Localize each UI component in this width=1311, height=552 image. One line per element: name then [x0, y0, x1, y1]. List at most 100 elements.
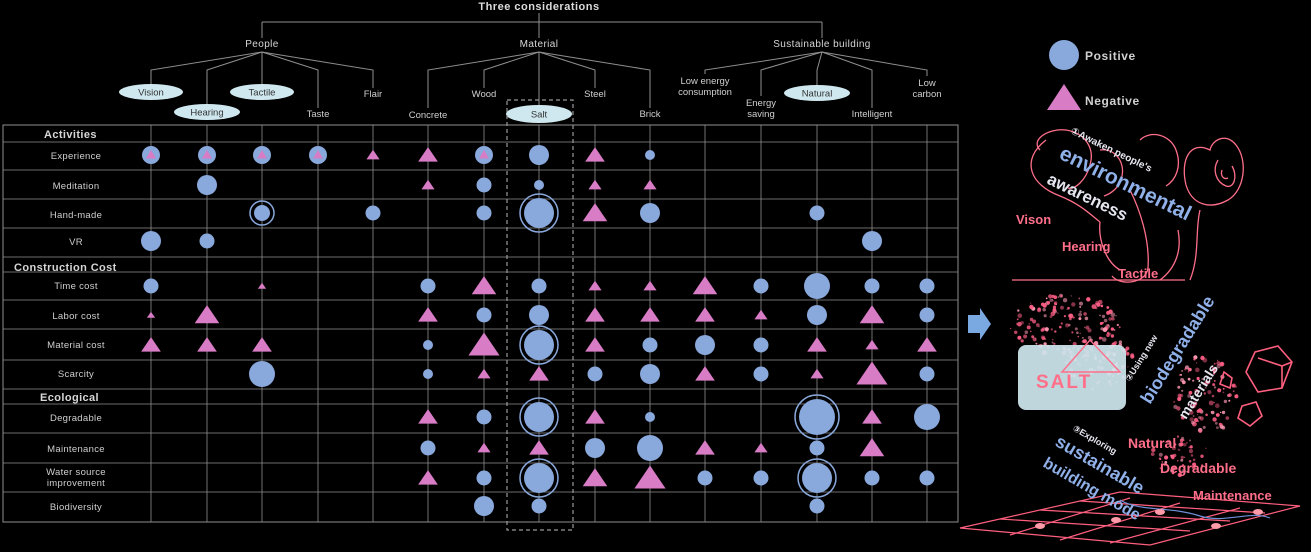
- mark-maintenance-intelligent: [859, 438, 885, 457]
- mark-water-source-improvement-low-energy-consumption: [697, 470, 713, 486]
- leaf-intelligent: Intelligent: [852, 109, 893, 120]
- row-hand-made: Hand-made: [50, 210, 102, 221]
- mark-experience-flair: [366, 149, 380, 160]
- mark-labor-cost-hearing: [194, 305, 220, 324]
- mark-time-cost-low-energy-consumption: [692, 276, 718, 295]
- mark-scarcity-tactile: [249, 361, 275, 387]
- mark-scarcity-steel: [587, 366, 603, 382]
- mark-time-cost-low-carbon: [919, 278, 935, 294]
- collage-salt: SALT: [1036, 372, 1092, 393]
- mark-meditation-steel: [588, 179, 602, 190]
- row-labor-cost: Labor cost: [52, 311, 99, 322]
- mark-vr-vision: [141, 231, 161, 251]
- leaf-taste: Taste: [307, 109, 330, 120]
- mark-hand-made-brick: [640, 203, 660, 223]
- row-biodiversity: Biodiversity: [50, 502, 102, 513]
- mark-material-cost-steel: [585, 337, 605, 352]
- mark-water-source-improvement-brick: [634, 465, 666, 489]
- mark-experience-tactile: [253, 146, 271, 164]
- mark-labor-cost-steel: [585, 307, 605, 322]
- mark-material-cost-concrete: [423, 340, 433, 350]
- concept-collage: SALT ①Awaken people's: [959, 126, 1301, 546]
- mark-material-cost-wood: [468, 332, 500, 356]
- face-lineart: [1012, 129, 1244, 283]
- row-vr: VR: [69, 237, 83, 248]
- pink-polyhedra-lineart: [1219, 345, 1293, 427]
- mark-water-source-improvement-concrete: [418, 470, 438, 485]
- mark-scarcity-low-energy-consumption: [695, 366, 715, 381]
- svg-text:Natural: Natural: [802, 89, 833, 100]
- mark-material-cost-low-carbon: [917, 337, 937, 352]
- mark-material-cost-energy-saving: [753, 337, 769, 353]
- mark-water-source-improvement-intelligent: [864, 470, 880, 486]
- mark-degradable-natural: [794, 394, 840, 440]
- mark-water-source-improvement-salt: [519, 458, 559, 498]
- mark-labor-cost-low-carbon: [919, 307, 935, 323]
- mark-hand-made-steel: [582, 203, 608, 222]
- mark-scarcity-brick: [640, 364, 660, 384]
- legend-positive-icon: [1049, 40, 1079, 70]
- leaf-tactile: Tactile: [230, 84, 294, 100]
- leaf-wood: Wood: [472, 89, 497, 100]
- mark-degradable-intelligent: [862, 409, 882, 424]
- svg-text:Vision: Vision: [138, 88, 164, 99]
- collage-hearing: Hearing: [1062, 239, 1110, 254]
- mark-experience-salt: [529, 145, 549, 165]
- mark-water-source-improvement-wood: [476, 470, 492, 486]
- leaf-brick: Brick: [639, 109, 660, 120]
- mark-labor-cost-low-energy-consumption: [695, 307, 715, 322]
- group-sustainable-building: Sustainable building: [773, 39, 871, 50]
- collage-vison: Vison: [1016, 212, 1051, 227]
- mark-water-source-improvement-steel: [582, 468, 608, 487]
- mark-water-source-improvement-energy-saving: [753, 470, 769, 486]
- mark-experience-vision: [142, 146, 160, 164]
- mark-experience-taste: [309, 146, 327, 164]
- mark-labor-cost-vision: [146, 311, 156, 318]
- mark-hand-made-wood: [476, 205, 492, 221]
- salt-block: [1018, 345, 1126, 410]
- mark-degradable-salt: [519, 397, 559, 437]
- mark-experience-hearing: [198, 146, 216, 164]
- collage-tactile: Tactile: [1118, 266, 1158, 281]
- mark-biodiversity-wood: [474, 496, 494, 516]
- mark-scarcity-wood: [477, 368, 491, 379]
- section-construction-cost: Construction Cost: [14, 262, 117, 274]
- matrix-marks: [141, 145, 940, 516]
- collage-natural: Natural: [1128, 435, 1176, 451]
- mark-hand-made-tactile: [249, 200, 275, 226]
- mark-scarcity-low-carbon: [919, 366, 935, 382]
- mark-time-cost-energy-saving: [753, 278, 769, 294]
- mark-labor-cost-energy-saving: [754, 309, 768, 320]
- mark-labor-cost-brick: [640, 307, 660, 322]
- arrow-right-icon: [968, 308, 991, 340]
- mark-maintenance-brick: [637, 435, 663, 461]
- section-activities: Activities: [44, 129, 97, 141]
- mark-vr-intelligent: [862, 231, 882, 251]
- section-ecological: Ecological: [40, 392, 99, 404]
- row-maintenance: Maintenance: [47, 444, 105, 455]
- mark-time-cost-intelligent: [864, 278, 880, 294]
- mark-degradable-low-carbon: [914, 404, 940, 430]
- collage-degradable: Degradable: [1160, 460, 1236, 476]
- mark-material-cost-salt: [519, 325, 559, 365]
- matrix-row-lines: [3, 141, 958, 493]
- mark-maintenance-steel: [585, 438, 605, 458]
- mark-experience-wood: [475, 146, 493, 164]
- group-material: Material: [520, 39, 559, 50]
- mark-labor-cost-concrete: [418, 307, 438, 322]
- mark-material-cost-intelligent: [865, 339, 879, 350]
- mark-water-source-improvement-low-carbon: [919, 470, 935, 486]
- legend-positive: Positive: [1085, 49, 1136, 63]
- mark-scarcity-energy-saving: [753, 366, 769, 382]
- svg-text:Tactile: Tactile: [249, 88, 276, 99]
- mark-scarcity-natural: [810, 368, 824, 379]
- mark-scarcity-concrete: [423, 369, 433, 379]
- row-meditation: Meditation: [53, 181, 100, 192]
- leaf-salt: Salt: [506, 105, 572, 123]
- tree-branches: [150, 51, 928, 108]
- mark-maintenance-wood: [477, 442, 491, 453]
